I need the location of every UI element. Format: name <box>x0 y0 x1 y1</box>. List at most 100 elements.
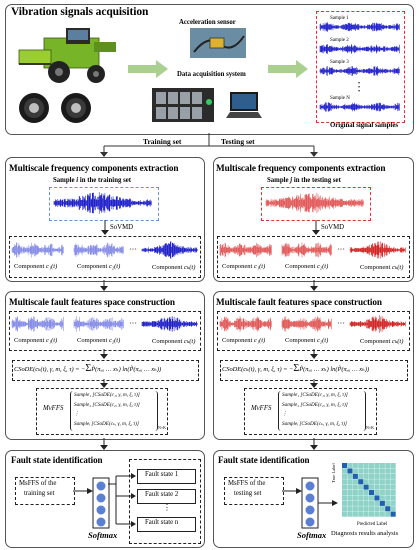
right-input-line1: MsFFS of the <box>228 480 266 487</box>
component-label-3: Component cₖ(t) <box>152 264 196 271</box>
cm-cell <box>342 463 348 469</box>
sample-label-2: Sample 2 <box>330 38 349 43</box>
matrix-bracket <box>278 391 366 431</box>
cm-cell <box>347 463 353 469</box>
cm-cell <box>390 500 396 506</box>
right-sovmd-label: SoVMD <box>321 224 345 231</box>
right-arrow-5 <box>310 438 318 450</box>
cm-caption: Diagnosis results analysis <box>331 530 399 537</box>
right-extraction-title: Multiscale frequency components extracti… <box>216 163 386 173</box>
cm-cell <box>342 495 348 501</box>
cm-cell <box>385 463 391 469</box>
right-components-waveforms: ··· <box>219 241 406 259</box>
left-network-diagram <box>73 477 110 529</box>
cm-cell <box>363 495 369 501</box>
matrix-row-3: ⋮ <box>74 411 80 417</box>
sample-dot: • <box>358 81 360 87</box>
original-samples-label: Original signal samples <box>330 122 398 129</box>
acquisition-title: Vibration signals acquisition <box>11 6 149 18</box>
component-label-3: Component cₖ(t) <box>152 338 196 345</box>
component-label-3: Component cₖ(t) <box>360 264 404 271</box>
training-sample-wave <box>53 192 152 214</box>
right-formula: CSoDE(cₖ(t), γ, m, ξ, τ) = −ΣP̃(πₓₐ … xₕ… <box>222 363 370 374</box>
component-k-wave <box>349 241 406 259</box>
cm-cell <box>363 511 369 517</box>
cm-cell <box>358 495 364 501</box>
cm-cell <box>352 500 358 506</box>
component-2-wave <box>281 242 332 258</box>
cm-cell <box>385 490 391 496</box>
formula-lhs: CSoDE(cₖ(t), γ, m, ξ, τ) = − <box>222 366 294 373</box>
cm-cell <box>369 484 375 490</box>
cm-cell <box>352 479 358 485</box>
sample-label-3: Sample 3 <box>330 60 349 65</box>
cm-cell <box>352 495 358 501</box>
cm-cell <box>390 479 396 485</box>
left-mvffs-label: MvFFS <box>43 405 64 412</box>
cm-cell <box>385 468 391 474</box>
bearing-icon <box>61 93 91 123</box>
cm-cell <box>352 468 358 474</box>
cm-cell <box>379 490 385 496</box>
left-components-box <box>9 236 201 278</box>
cm-cell <box>385 511 391 517</box>
component-k-wave <box>141 316 198 332</box>
right-space-panel <box>213 291 414 440</box>
component-1-wave <box>11 242 64 258</box>
cm-cell <box>374 479 380 485</box>
left-space-title: Multiscale fault features space construc… <box>9 297 175 307</box>
cm-cell <box>358 511 364 517</box>
cm-cell <box>352 490 358 496</box>
cm-cell <box>363 468 369 474</box>
cm-cell <box>342 511 348 517</box>
formula-lhs: CSoDE(cₖ(t), γ, m, ξ, τ) = − <box>14 366 86 373</box>
sample-label-1: Sample 1 <box>330 16 349 21</box>
laptop-image <box>226 92 262 118</box>
original-samples-box <box>316 11 405 123</box>
cm-cell <box>347 473 353 479</box>
left-extraction-title: Multiscale frequency components extracti… <box>9 163 179 173</box>
cm-cell <box>342 479 348 485</box>
fault-state-2-label: Fault state 2 <box>145 491 179 498</box>
component-ellipsis: ··· <box>129 319 137 328</box>
left-arrow-4 <box>100 379 108 388</box>
sample-waveform-3 <box>319 66 400 76</box>
component-k-wave <box>349 315 406 333</box>
matrix-subscript: N×K <box>366 425 375 430</box>
matrix-row-3: ⋮ <box>282 411 288 417</box>
cm-cell <box>369 500 375 506</box>
cm-cell <box>342 490 348 496</box>
cm-cell <box>352 463 358 469</box>
harvester-image <box>18 28 116 83</box>
left-sample-caption: Sample i in the training set <box>53 177 131 184</box>
cm-cell <box>363 506 369 512</box>
cm-cell <box>347 506 353 512</box>
right-input-line2: testing set <box>234 490 262 497</box>
cm-cell <box>379 473 385 479</box>
cm-cell <box>385 484 391 490</box>
confusion-matrix <box>342 463 396 517</box>
right-mvffs-box <box>244 388 377 435</box>
sample-prefix: Sample <box>267 177 289 184</box>
left-input-line2: training set <box>24 490 55 497</box>
cm-cell <box>369 468 375 474</box>
formula-rhs: P̃(πₓₐ … xₕ) ln(P̃(πₓₐ … xₕ)) <box>299 366 370 373</box>
matrix-bracket <box>70 391 158 431</box>
component-k-wave <box>141 241 198 259</box>
left-ident-title: Fault state identification <box>11 455 103 465</box>
cm-cell <box>347 490 353 496</box>
cm-cell <box>358 479 364 485</box>
daq-device-image <box>152 88 214 122</box>
fault-state-1 <box>137 469 196 484</box>
left-fault-arrows <box>108 473 136 527</box>
fault-state-n-label: Fault state n <box>145 519 179 526</box>
component-label-2: Component c₂(t) <box>285 263 329 270</box>
cm-cell <box>374 468 380 474</box>
sample-suffix: in the testing set <box>293 177 341 184</box>
right-space-title: Multiscale fault features space construc… <box>216 297 382 307</box>
cm-cell <box>369 473 375 479</box>
cm-cell <box>374 511 380 517</box>
cm-cell <box>374 463 380 469</box>
component-label-3: Component cₖ(t) <box>360 338 404 345</box>
